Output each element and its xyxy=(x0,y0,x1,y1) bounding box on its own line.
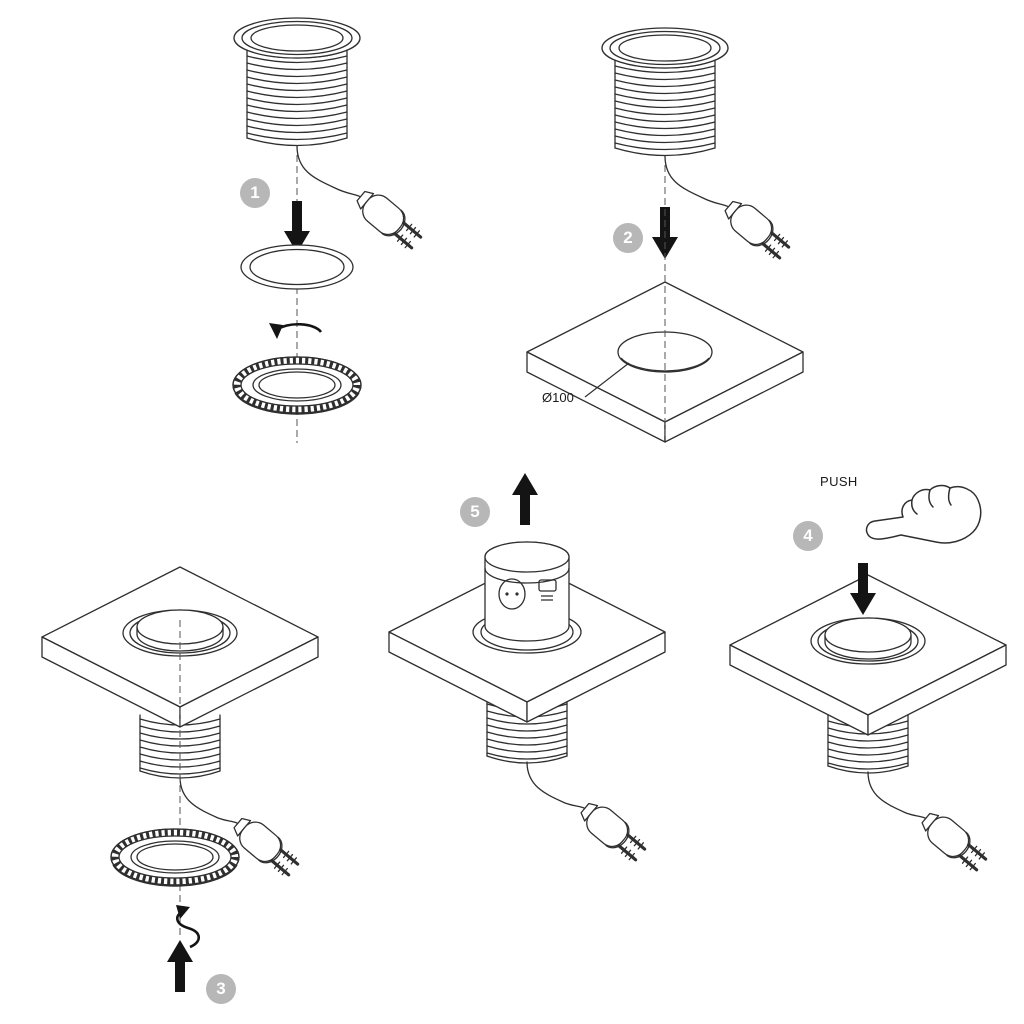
rotate-arrow-icon xyxy=(267,321,323,341)
lock-nut xyxy=(233,357,361,414)
lock-nut xyxy=(111,829,239,886)
flush-cap xyxy=(810,617,926,665)
step-3-illustration xyxy=(41,566,319,992)
step-5-illustration xyxy=(388,473,666,870)
step-4-illustration xyxy=(729,484,1007,885)
rotate-arrow-icon xyxy=(174,903,201,949)
step-badge-1: 1 xyxy=(240,178,270,208)
threaded-body-and-plug xyxy=(487,700,650,866)
step-badge-2: 2 xyxy=(613,223,643,253)
push-label: PUSH xyxy=(820,474,858,489)
up-arrow-icon xyxy=(167,940,193,992)
step-badge-5: 5 xyxy=(460,497,490,527)
threaded-body-and-plug xyxy=(828,710,991,876)
step-2-illustration xyxy=(525,15,835,465)
up-arrow-icon xyxy=(512,473,538,525)
hole-diameter-label: Ø100 xyxy=(542,390,574,405)
socket-unit xyxy=(234,18,426,254)
diameter-leader-line xyxy=(584,362,630,398)
popup-socket-tower xyxy=(472,541,582,654)
step-1-illustration xyxy=(175,5,445,443)
step-badge-3: 3 xyxy=(206,974,236,1004)
trim-ring xyxy=(240,244,354,290)
step-badge-4: 4 xyxy=(793,521,823,551)
hand-press-icon xyxy=(865,484,982,544)
